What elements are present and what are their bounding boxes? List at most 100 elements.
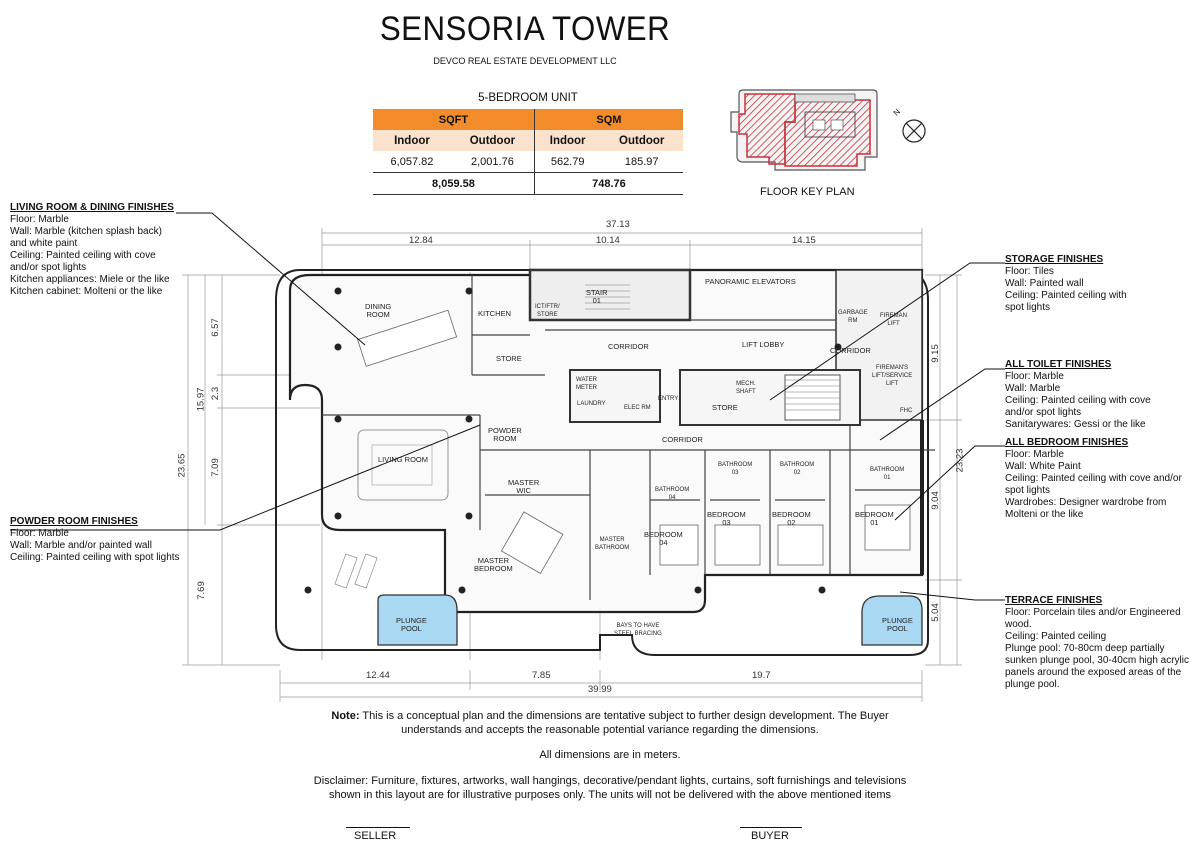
living-line: Kitchen cabinet: Molteni or the like xyxy=(10,286,163,297)
bedroom-line: Floor: Marble xyxy=(1005,449,1064,460)
room-store-kitchen: STORE xyxy=(496,354,522,363)
dim-bottom-c: 19.7 xyxy=(752,670,771,681)
bedroom-line: spot lights xyxy=(1005,485,1051,496)
sqft-header: SQFT xyxy=(373,109,535,130)
callout-terrace-finishes: TERRACE FINISHES Floor: Porcelain tiles … xyxy=(1005,595,1189,691)
buyer-label: BUYER xyxy=(751,830,789,842)
living-line: and/or spot lights xyxy=(10,262,87,273)
indoor-sqm-value: 562.79 xyxy=(533,151,601,173)
room-dining: DINING ROOM xyxy=(365,302,392,319)
dim-right-b: 9.04 xyxy=(929,491,941,510)
room-bed04: BEDROOM 04 xyxy=(644,530,683,547)
living-line: Kitchen appliances: Miele or the like xyxy=(10,274,170,285)
col-indoor-sqft: Indoor xyxy=(373,130,451,151)
total-sqft: 8,059.58 xyxy=(432,177,475,190)
callout-powder-finishes: POWDER ROOM FINISHES Floor: Marble Wall:… xyxy=(10,516,180,564)
storage-line: spot lights xyxy=(1005,302,1051,313)
outdoor-sqm-value: 185.97 xyxy=(624,155,659,168)
dim-top-b: 10.14 xyxy=(596,235,620,246)
room-bath03: BATHROOM 03 xyxy=(718,462,753,476)
room-master-bed: MASTER BEDROOM xyxy=(474,556,513,573)
unit-type: 5-BEDROOM UNIT xyxy=(478,92,578,104)
developer-name: DEVCO REAL ESTATE DEVELOPMENT LLC xyxy=(433,56,617,66)
dim-left-d: 7.09 xyxy=(209,458,221,477)
dim-bottom-b: 7.85 xyxy=(532,670,551,681)
callout-living-finishes: LIVING ROOM & DINING FINISHES Floor: Mar… xyxy=(10,202,174,298)
powder-finishes-title: POWDER ROOM FINISHES xyxy=(10,516,138,527)
toilet-line: and/or spot lights xyxy=(1005,407,1082,418)
living-line: Floor: Marble xyxy=(10,214,69,225)
total-sqm: 748.76 xyxy=(533,172,683,195)
dims-note: All dimensions are in meters. xyxy=(539,749,681,761)
living-finishes-title: LIVING ROOM & DINING FINISHES xyxy=(10,202,174,213)
living-line: Ceiling: Painted ceiling with cove xyxy=(10,250,156,261)
room-stair: STAIR 01 xyxy=(586,288,608,305)
powder-line: Wall: Marble and/or painted wall xyxy=(10,540,152,551)
terrace-line: Plunge pool: 70-80cm deep partially xyxy=(1005,643,1165,654)
room-laundry: LAUNDRY xyxy=(577,401,606,407)
living-line: and white paint xyxy=(10,238,78,249)
room-living: LIVING ROOM xyxy=(378,455,429,464)
callout-toilet-finishes: ALL TOILET FINISHES Floor: Marble Wall: … xyxy=(1005,359,1151,431)
storage-line: Wall: Painted wall xyxy=(1005,278,1084,289)
room-kitchen: KITCHEN xyxy=(478,309,511,318)
room-elec: ELEC RM xyxy=(624,405,651,411)
room-entry: ENTRY xyxy=(658,396,679,402)
toilet-line: Ceiling: Painted ceiling with cove xyxy=(1005,395,1151,406)
room-fhc: FHC xyxy=(900,408,913,414)
floor-key-plan xyxy=(730,89,878,171)
terrace-line: plunge pool. xyxy=(1005,679,1060,690)
seller-signature-line xyxy=(346,827,410,828)
dim-left-b: 6.57 xyxy=(209,318,221,337)
buyer-signature-line xyxy=(740,827,802,828)
outdoor-sqft-value: 2,001.76 xyxy=(471,155,514,168)
room-panoramic: PANORAMIC ELEVATORS xyxy=(705,277,796,286)
room-bed03: BEDROOM 03 xyxy=(707,510,746,527)
sqm-header: SQM xyxy=(533,109,683,130)
room-garbage: GARBAGE RM xyxy=(838,310,868,324)
room-corridor-top: CORRIDOR xyxy=(608,342,649,351)
dim-top-total: 37.13 xyxy=(606,219,630,230)
bedroom-finishes-title: ALL BEDROOM FINISHES xyxy=(1005,437,1129,448)
room-water-meter: WATER METER xyxy=(576,377,597,391)
dim-right-total: 23.23 xyxy=(954,448,966,473)
room-bath01: BATHROOM 01 xyxy=(870,467,905,481)
room-bath02: BATHROOM 02 xyxy=(780,462,815,476)
powder-line: Ceiling: Painted ceiling with spot light… xyxy=(10,552,180,563)
key-plan-label: FLOOR KEY PLAN xyxy=(760,186,855,198)
note-label: Note: xyxy=(331,710,360,722)
terrace-line: sunken plunge pool, 30-40cm high acrylic xyxy=(1005,655,1189,666)
terrace-line: wood. xyxy=(1005,619,1032,630)
toilet-finishes-title: ALL TOILET FINISHES xyxy=(1005,359,1112,370)
dim-right-a: 9.15 xyxy=(929,344,941,363)
terrace-line: panels around the exposed areas of the xyxy=(1005,667,1182,678)
north-arrow-icon xyxy=(902,119,926,143)
room-store-main: STORE xyxy=(712,403,738,412)
bedroom-line: Wardrobes: Designer wardrobe from xyxy=(1005,497,1167,508)
storage-line: Floor: Tiles xyxy=(1005,266,1054,277)
toilet-line: Wall: Marble xyxy=(1005,383,1061,394)
room-powder: POWDER ROOM xyxy=(488,426,522,443)
room-master-bath: MASTER BATHROOM xyxy=(595,537,630,551)
dim-bottom-total: 39.99 xyxy=(588,684,612,695)
callout-bedroom-finishes: ALL BEDROOM FINISHES Floor: Marble Wall:… xyxy=(1005,437,1182,521)
dim-right-c: 5.04 xyxy=(929,603,941,622)
living-line: Wall: Marble (kitchen splash back) xyxy=(10,226,162,237)
page-title: SENSORIA TOWER xyxy=(379,10,671,48)
room-pool-left: PLUNGE POOL xyxy=(396,616,427,633)
col-indoor-sqm: Indoor xyxy=(533,130,601,151)
room-mech-shaft: MECH. SHAFT xyxy=(736,381,756,395)
dim-left-total: 23.65 xyxy=(176,453,188,478)
bedroom-line: Ceiling: Painted ceiling with cove and/o… xyxy=(1005,473,1182,484)
room-bed01: BEDROOM 01 xyxy=(855,510,894,527)
room-corridor-right: CORRIDOR xyxy=(830,346,871,355)
room-ict: ICT/FTR/ STORE xyxy=(535,304,560,318)
col-outdoor-sqft: Outdoor xyxy=(450,130,535,151)
dim-top-a: 12.84 xyxy=(409,235,433,246)
callout-storage-finishes: STORAGE FINISHES Floor: Tiles Wall: Pain… xyxy=(1005,254,1127,314)
dim-left-a: 15.97 xyxy=(195,387,207,412)
storage-line: Ceiling: Painted ceiling with xyxy=(1005,290,1127,301)
bedroom-line: Wall: White Paint xyxy=(1005,461,1081,472)
room-lift-lobby: LIFT LOBBY xyxy=(742,340,785,349)
terrace-line: Floor: Porcelain tiles and/or Engineered xyxy=(1005,607,1181,618)
